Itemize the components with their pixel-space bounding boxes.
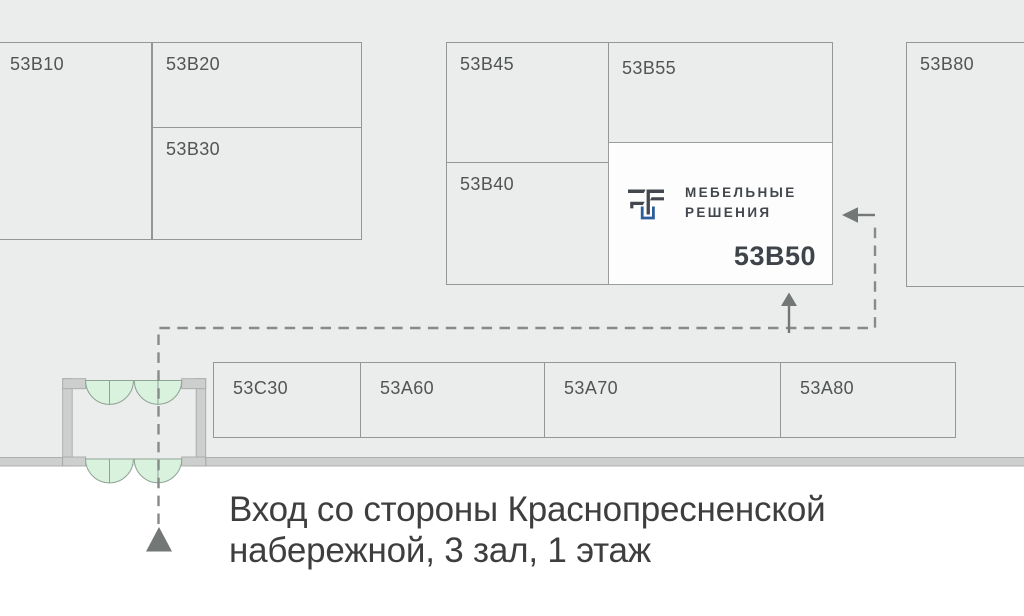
brand-name-line2: РЕШЕНИЯ (685, 205, 772, 220)
booth-53a80: 53А80 (780, 362, 956, 438)
booth-53v45: 53В45 (446, 42, 609, 163)
booth-53v30: 53В30 (152, 127, 362, 240)
booth-53v50-highlight: МЕБЕЛЬНЫЕ РЕШЕНИЯ 53В50 (608, 142, 833, 285)
booth-53v40: 53В40 (446, 162, 609, 285)
brand-name: МЕБЕЛЬНЫЕ РЕШЕНИЯ (685, 183, 797, 223)
booth-label: 53В30 (166, 139, 221, 159)
booth-label: 53В80 (920, 54, 975, 74)
booth-label: 53А70 (564, 378, 619, 398)
highlight-booth-id: 53В50 (733, 241, 816, 271)
caption-line1: Вход со стороны Краснопресненской (229, 490, 826, 529)
booth-53v10: 53В10 (0, 42, 152, 240)
entrance-arrow-icon (146, 527, 172, 552)
booth-53a60: 53А60 (360, 362, 545, 438)
booth-53v80: 53В80 (906, 42, 1024, 287)
booth-53c30: 53С30 (213, 362, 361, 438)
booth-label: 53В45 (460, 54, 515, 74)
booth-53a70: 53А70 (544, 362, 781, 438)
caption: Вход со стороны Краснопресненской набере… (229, 489, 826, 571)
booth-53v20: 53В20 (152, 42, 362, 128)
booth-label: 53В10 (10, 54, 65, 74)
caption-line2: набережной, 3 зал, 1 этаж (229, 531, 652, 570)
booth-label: 53А60 (380, 378, 435, 398)
booth-label: 53В55 (622, 58, 677, 78)
brand-logo-icon (628, 189, 664, 220)
brand-name-line1: МЕБЕЛЬНЫЕ (685, 185, 797, 200)
booth-label: 53А80 (800, 378, 855, 398)
booth-53v55: 53В55 (608, 42, 833, 143)
booth-label: 53В40 (460, 174, 515, 194)
booth-label: 53В20 (166, 54, 221, 74)
booth-label: 53С30 (233, 378, 289, 398)
